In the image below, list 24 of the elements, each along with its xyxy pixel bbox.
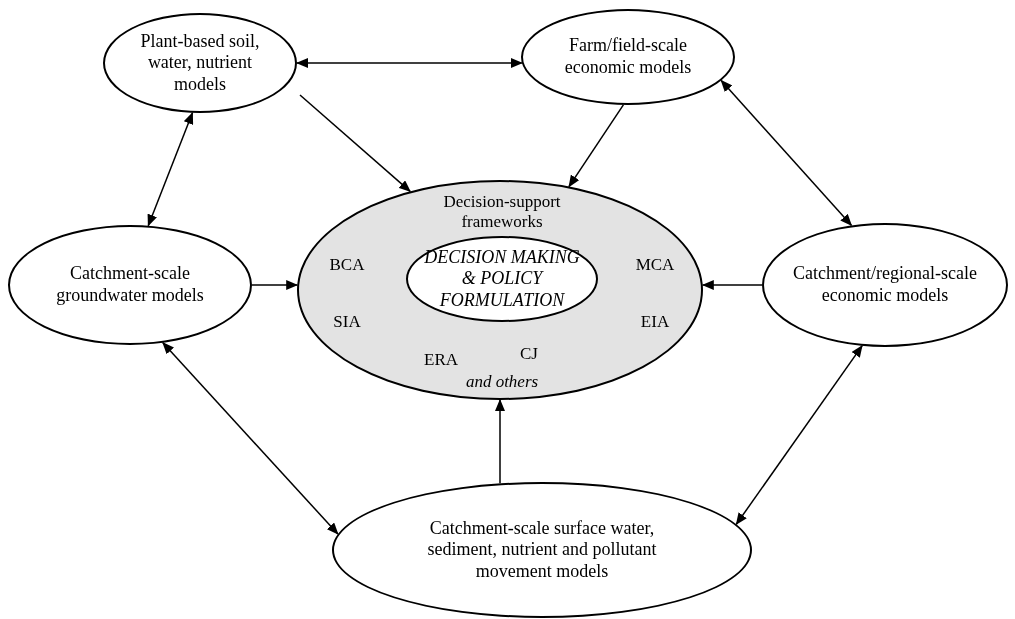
node-label: Catchment/regional-scale economic models <box>792 263 978 307</box>
node-label: Catchment-scale surface water, sediment, nutrient and pollutant movement models <box>426 517 658 583</box>
node-label: DECISION MAKING & POLICY FORMULATION <box>423 246 581 312</box>
node-label: Plant-based soil, water, nutrient models <box>139 30 261 96</box>
arrow <box>251 280 299 290</box>
node-label: EIA <box>640 311 670 333</box>
node-heading: Decision-support frameworks <box>442 191 562 233</box>
arrow <box>296 58 523 68</box>
node-label: SIA <box>333 311 361 333</box>
node-label: BCA <box>329 254 365 276</box>
node-label: Farm/field-scale economic models <box>563 35 693 79</box>
arrow <box>299 94 411 193</box>
arrow <box>568 104 625 188</box>
arrow <box>720 79 853 227</box>
arrow <box>735 345 863 526</box>
node-label: and others <box>465 371 539 393</box>
node-label: ERA <box>424 349 458 371</box>
arrow <box>147 111 194 227</box>
arrow <box>701 280 763 290</box>
node-label: Catchment-scale groundwater models <box>55 263 205 307</box>
node-label: MCA <box>635 254 675 276</box>
arrow <box>495 399 505 485</box>
node-label: CJ <box>520 343 538 365</box>
arrow <box>162 342 339 535</box>
